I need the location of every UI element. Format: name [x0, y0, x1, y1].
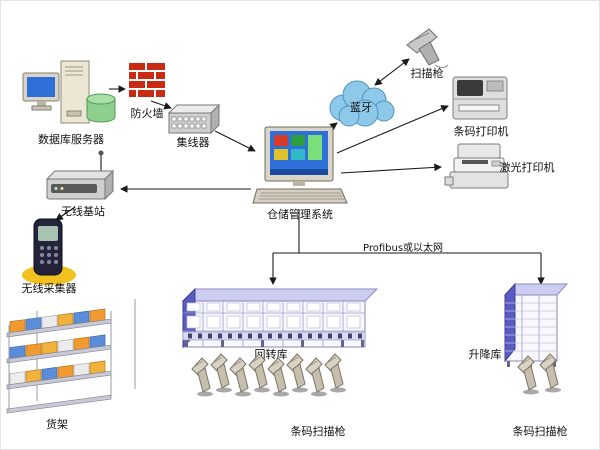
barcode-scanners-right-label: 条码扫描枪 — [512, 425, 568, 438]
carousel-warehouse-icon — [181, 287, 379, 349]
database-server-icon — [22, 60, 116, 124]
wireless-base-node — [41, 149, 117, 205]
barcode-printer-label: 条码打印机 — [453, 125, 509, 138]
barcode-printer-icon — [452, 76, 508, 120]
scanner-gun-icon — [406, 28, 449, 68]
lift-warehouse-label: 升降库 — [468, 348, 502, 361]
scanner-gun-node — [405, 27, 451, 68]
wms-computer-icon — [252, 126, 348, 204]
barcode-scanners-right-group — [517, 353, 567, 399]
wms-label: 仓储管理系统 — [267, 208, 333, 221]
barcode-scanners-center-label: 条码扫描枪 — [290, 425, 346, 438]
laser-printer-node — [444, 134, 514, 194]
lift-warehouse-node — [499, 279, 571, 369]
hub-icon — [167, 103, 221, 135]
wireless-base-icon — [45, 150, 115, 201]
wireless-collector-icon — [22, 218, 76, 285]
wms-computer-node — [251, 126, 348, 209]
bluetooth-cloud-node: 蓝牙 — [321, 75, 399, 131]
lift-warehouse-icon — [503, 282, 569, 367]
shelf-icon — [6, 299, 136, 414]
hub-node — [165, 103, 221, 135]
barcode-scanner-gun-icon — [539, 353, 563, 393]
laser-printer-icon — [444, 143, 509, 189]
wireless-collector-label: 无线采集器 — [21, 282, 77, 295]
firewall-label: 防火墙 — [130, 107, 164, 120]
database-server-node — [21, 57, 121, 133]
shelf-node — [3, 297, 143, 414]
hub-label: 集线器 — [176, 136, 210, 149]
bus-label: Profibus或以太网 — [363, 243, 444, 254]
firewall-node — [129, 63, 165, 99]
barcode-printer-node — [451, 69, 511, 123]
wireless-collector-node — [17, 217, 81, 287]
wireless-base-label: 无线基站 — [61, 205, 105, 218]
cloud-icon: 蓝牙 — [329, 80, 395, 127]
barcode-scanners-center-group — [191, 353, 356, 399]
firewall-icon — [129, 63, 165, 97]
barcode-scanner-gun-icon — [517, 355, 541, 395]
bluetooth-label: 蓝牙 — [350, 101, 372, 114]
scanner-gun-label: 扫描枪 — [410, 67, 444, 80]
laser-printer-label: 激光打印机 — [499, 161, 555, 174]
shelf-label: 货架 — [46, 418, 68, 431]
database-server-label: 数据库服务器 — [38, 133, 104, 146]
carousel-warehouse-node — [173, 277, 381, 369]
barcode-scanner-gun-icon — [324, 353, 348, 393]
